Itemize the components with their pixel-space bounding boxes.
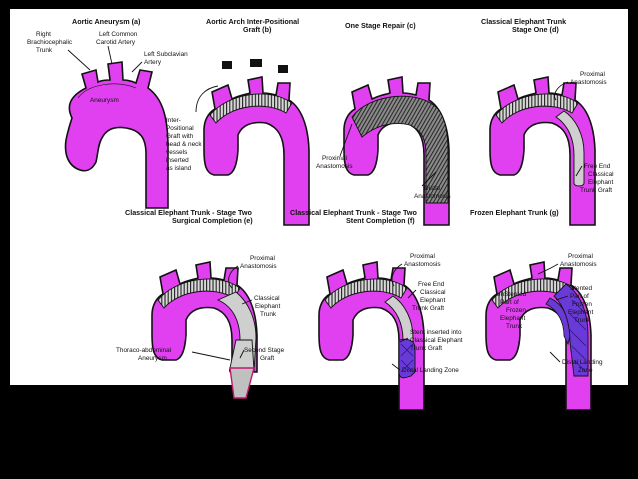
label-d-proximal-2: Anastomosis <box>570 79 607 86</box>
label-g-landing-1: Distal Landing <box>562 359 603 366</box>
label-c-proximal-2: Anastomosis <box>316 163 353 170</box>
label-brachio-1: Right <box>36 31 51 38</box>
label-aneurysm: Aneurysm <box>90 97 119 104</box>
label-d-free-1: Free End <box>584 163 611 170</box>
label-f-stent-1: Stent inserted into <box>410 329 462 336</box>
label-f-free-3: Elephant <box>420 297 445 304</box>
label-g-st-1: Stented <box>570 285 592 292</box>
label-b-1: Inter- <box>166 117 181 124</box>
label-g-proximal-2: Anastomosis <box>560 261 597 268</box>
label-b-4: head & neck <box>166 141 202 148</box>
label-d-free-2: Classical <box>588 171 614 178</box>
label-subclavian-2: Artery <box>144 59 162 66</box>
label-subclavian-1: Left Subclavian <box>144 51 188 58</box>
label-b-7: as island <box>166 165 192 172</box>
label-d-free-4: Trunk Graft <box>580 187 612 194</box>
label-g-unst-2: Part of <box>500 299 519 306</box>
label-f-proximal-2: Anastomosis <box>404 261 441 268</box>
label-g-st-5: Trunk <box>574 317 591 324</box>
panel-g-title: Frozen Elephant Trunk (g) <box>470 208 559 217</box>
label-f-free-4: Trunk Graft <box>412 305 444 312</box>
label-e-trunk-3: Trunk <box>260 311 277 318</box>
label-e-proximal-2: Anastomosis <box>240 263 277 270</box>
label-g-st-4: Elephant <box>568 309 593 316</box>
label-f-landing: Distal Landing Zone <box>402 367 459 374</box>
label-g-st-3: Frozen <box>572 301 592 308</box>
label-f-proximal-1: Proximal <box>410 253 435 260</box>
panel-c-title: One Stage Repair (c) <box>345 21 416 30</box>
label-g-unst-1: UnStented <box>496 291 527 298</box>
label-e-thoraco-2: Aneurysm <box>138 355 167 362</box>
panel-f-title-2: Stent Completion (f) <box>346 216 415 225</box>
label-f-stent-3: Trunk Graft <box>410 345 442 352</box>
label-e-second-1: Second Stage <box>244 347 285 354</box>
label-b-3: Graft with <box>166 133 194 140</box>
label-b-2: Positional <box>166 125 194 132</box>
panel-e-title-2: Surgical Completion (e) <box>172 216 253 225</box>
label-f-free-1: Free End <box>418 281 445 288</box>
label-c-distal-1: Distal <box>424 185 440 192</box>
label-e-thoraco-1: Thoraco-abdominal <box>116 347 171 354</box>
panel-a-title: Aortic Aneurysm (a) <box>72 17 141 26</box>
label-g-st-2: Part of <box>570 293 589 300</box>
label-d-proximal-1: Proximal <box>580 71 605 78</box>
label-f-free-2: Classical <box>420 289 446 296</box>
panel-b-title-2: Graft (b) <box>243 25 272 34</box>
label-g-unst-5: Trunk <box>506 323 523 330</box>
label-e-trunk-1: Classical <box>254 295 280 302</box>
panel-d-title-2: Stage One (d) <box>512 25 559 34</box>
label-f-stent-2: Classical Elephant <box>410 337 463 344</box>
label-b-5: vessels <box>166 149 187 156</box>
label-brachio-2: Brachiocephalic <box>27 39 73 46</box>
label-carotid-2: Carotid Artery <box>96 39 136 46</box>
label-e-proximal-1: Proximal <box>250 255 275 262</box>
label-brachio-3: Trunk <box>36 47 53 54</box>
label-e-trunk-2: Elephant <box>255 303 280 310</box>
label-c-distal-2: Anastomosis <box>414 193 451 200</box>
label-carotid-1: Left Common <box>99 31 138 38</box>
label-g-unst-4: Elephant <box>500 315 525 322</box>
label-d-free-3: Elephant <box>588 179 613 186</box>
label-g-landing-2: Zone <box>578 367 593 374</box>
label-c-proximal-1: Proximal <box>322 155 347 162</box>
label-b-6: inserted <box>166 157 189 164</box>
label-e-second-2: Graft <box>260 355 274 362</box>
label-g-unst-3: Frozen <box>506 307 526 314</box>
label-g-proximal-1: Proximal <box>568 253 593 260</box>
